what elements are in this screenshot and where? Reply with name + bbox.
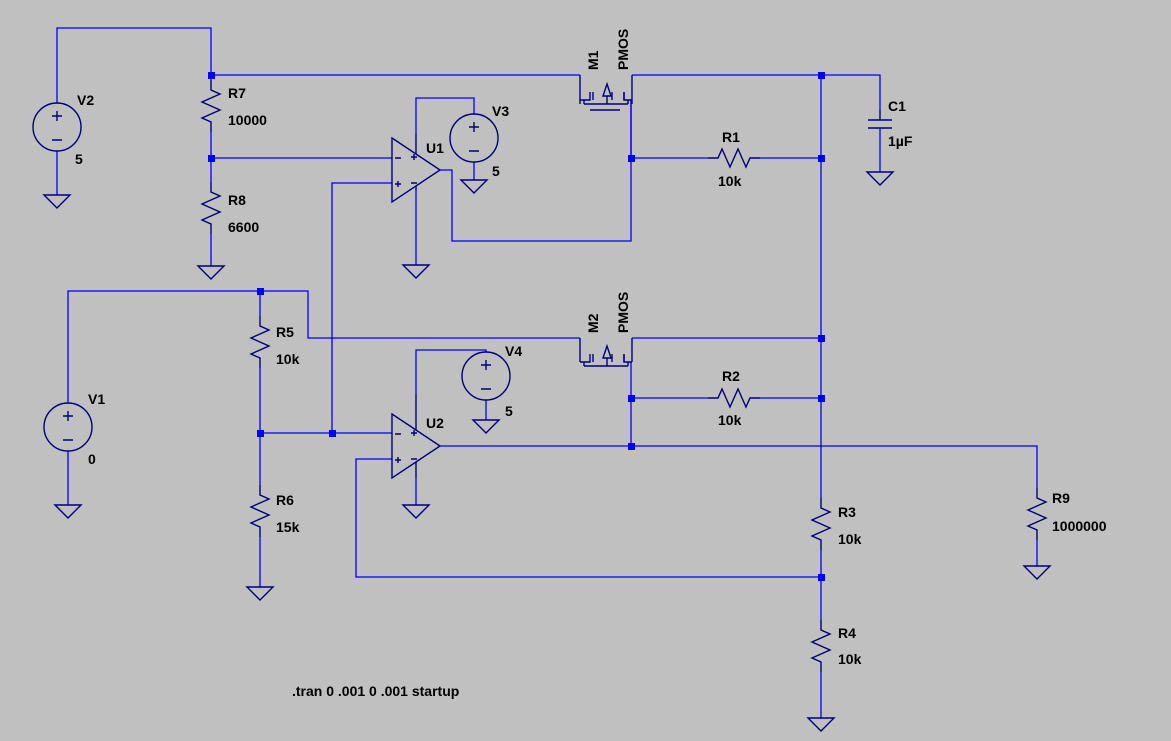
resistor-r1[interactable]: R1 10k [707,129,761,189]
r5-name: R5 [276,324,294,340]
r9-value: 1000000 [1052,518,1107,534]
r8-name: R8 [228,192,246,208]
opamp-u2[interactable]: U2 [391,394,444,479]
c1-name: C1 [888,98,906,114]
resistor-r3[interactable]: R3 10k [811,497,862,551]
junction-dots [208,72,825,581]
voltage-source-v1[interactable]: V1 0 [43,391,105,467]
u2-name: U2 [426,415,444,431]
r6-name: R6 [276,492,294,508]
r1-name: R1 [722,129,740,145]
r3-value: 10k [838,531,862,547]
r9-name: R9 [1052,490,1070,506]
r4-name: R4 [838,625,856,641]
m2-model: PMOS [615,292,631,333]
r1-value: 10k [718,173,742,189]
resistor-r7[interactable]: R7 10000 [201,79,267,133]
resistor-r8[interactable]: R8 6600 [201,181,259,235]
v1-value: 0 [88,451,96,467]
m2-name: M2 [585,313,601,333]
resistor-r9[interactable]: R9 1000000 [1027,487,1107,541]
r8-value: 6600 [228,219,259,235]
m1-model: PMOS [615,29,631,70]
voltage-source-v2[interactable]: V2 5 [32,92,94,167]
u1-name: U1 [426,140,444,156]
resistor-r2[interactable]: R2 10k [707,368,761,428]
pmos-m1[interactable]: M1 PMOS [579,29,633,111]
resistor-r5[interactable]: R5 10k [250,315,300,369]
r3-name: R3 [838,504,856,520]
v2-value: 5 [75,151,83,167]
v3-value: 5 [492,163,500,179]
v2-name: V2 [77,92,94,108]
opamp-u1[interactable]: U1 [391,134,444,203]
spice-directive[interactable]: .tran 0 .001 0 .001 startup [292,683,459,699]
ground-symbols [43,171,1051,732]
v4-value: 5 [505,403,513,419]
wires [56,27,1038,718]
resistor-r4[interactable]: R4 10k [811,619,862,673]
v4-name: V4 [505,343,522,359]
r7-value: 10000 [228,112,267,128]
voltage-source-v3[interactable]: V3 5 [449,103,509,179]
voltage-source-v4[interactable]: V4 5 [461,343,522,419]
r5-value: 10k [276,351,300,367]
pmos-m2[interactable]: M2 PMOS [579,292,633,367]
m1-name: M1 [585,50,601,70]
r2-value: 10k [718,412,742,428]
v1-name: V1 [88,391,105,407]
resistor-r6[interactable]: R6 15k [250,484,300,538]
r6-value: 15k [276,519,300,535]
c1-value: 1µF [888,133,913,149]
r2-name: R2 [722,368,740,384]
r4-value: 10k [838,651,862,667]
r7-name: R7 [228,85,246,101]
capacitor-c1[interactable]: C1 1µF [868,98,913,149]
v3-name: V3 [492,103,509,119]
